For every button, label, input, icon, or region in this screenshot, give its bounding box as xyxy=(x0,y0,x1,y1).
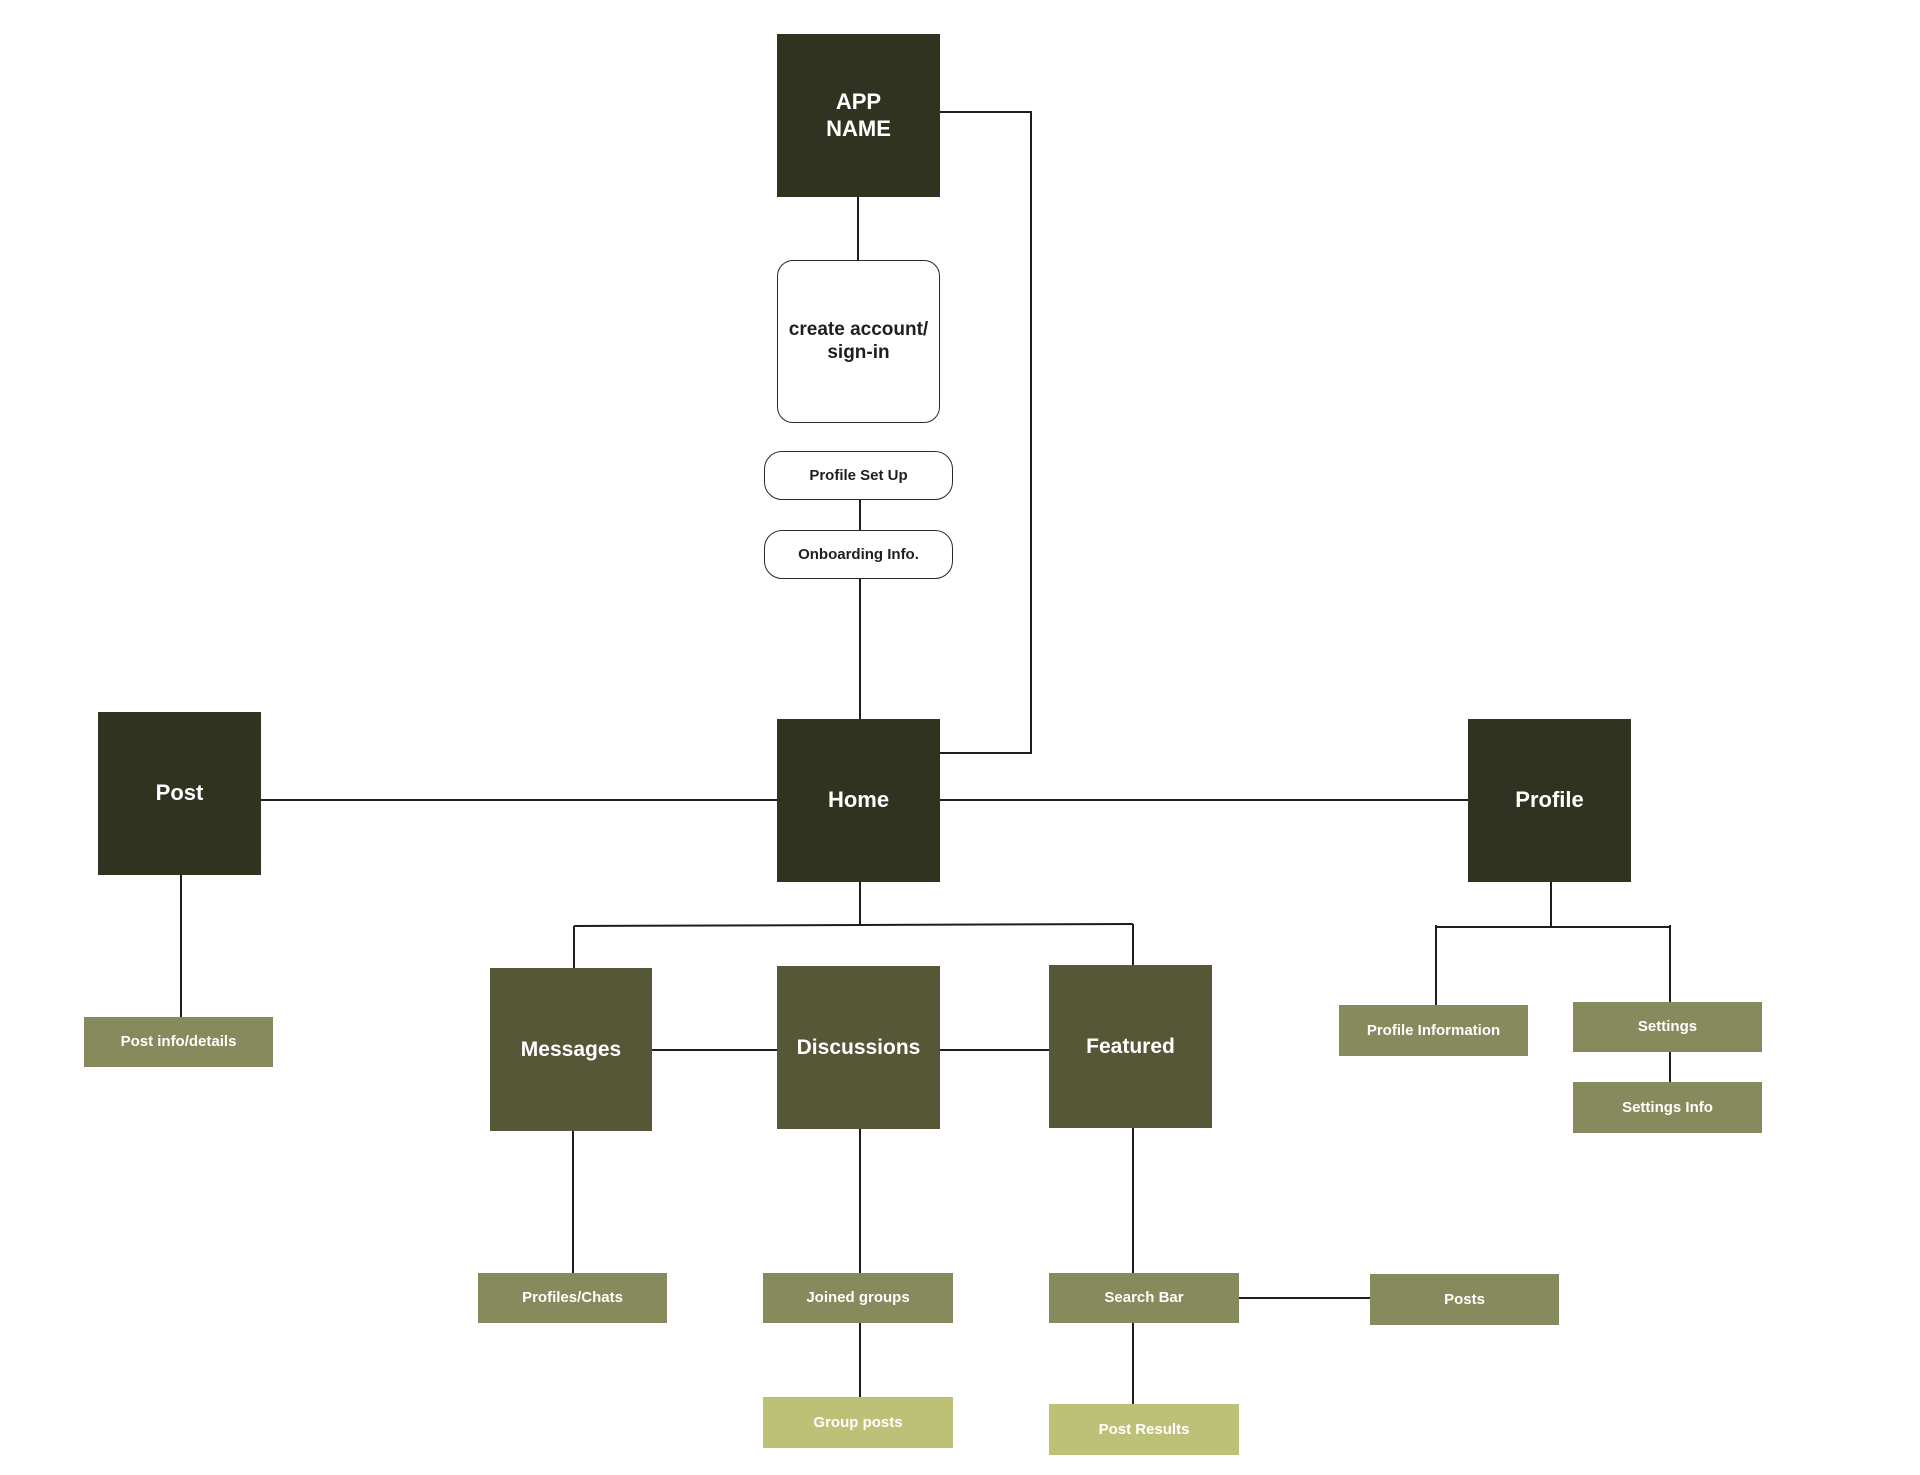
node-group-posts: Group posts xyxy=(763,1397,953,1448)
node-profile-information: Profile Information xyxy=(1339,1005,1528,1056)
node-settings: Settings xyxy=(1573,1002,1762,1052)
node-profile: Profile xyxy=(1468,719,1631,882)
node-app-name: APP NAME xyxy=(777,34,940,197)
edge-app-home xyxy=(940,111,1032,754)
node-discussions: Discussions xyxy=(777,966,940,1129)
node-posts: Posts xyxy=(1370,1274,1559,1325)
node-featured: Featured xyxy=(1049,965,1212,1128)
node-post-info-details: Post info/details xyxy=(84,1017,273,1067)
node-post-results: Post Results xyxy=(1049,1404,1239,1455)
node-post: Post xyxy=(98,712,261,875)
node-joined-groups: Joined groups xyxy=(763,1273,953,1323)
node-home: Home xyxy=(777,719,940,882)
node-profile-set-up: Profile Set Up xyxy=(764,451,953,500)
node-messages: Messages xyxy=(490,968,652,1131)
node-profiles-chats: Profiles/Chats xyxy=(478,1273,667,1323)
edge-bracket-horizontal xyxy=(573,923,1134,927)
node-create-account: create account/ sign-in xyxy=(777,260,940,423)
node-settings-info: Settings Info xyxy=(1573,1082,1762,1133)
node-onboarding-info: Onboarding Info. xyxy=(764,530,953,579)
node-search-bar: Search Bar xyxy=(1049,1273,1239,1323)
